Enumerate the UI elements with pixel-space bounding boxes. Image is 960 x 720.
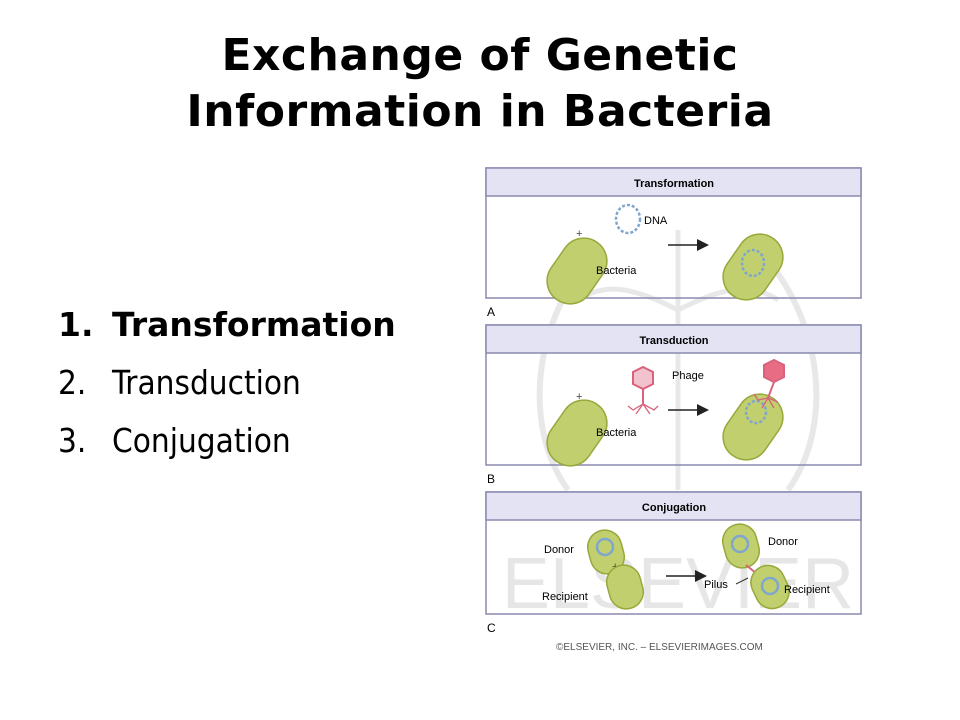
copyright-text: ©ELSEVIER, INC. – ELSEVIERIMAGES.COM bbox=[556, 642, 763, 653]
panel-transformation: Transformation + DNA Bacteria A bbox=[485, 167, 862, 319]
panel-conjugation: Conjugation Donor + Recipient Donor Pilu… bbox=[485, 491, 862, 635]
dna-plasmid-icon bbox=[595, 537, 615, 557]
list-item-conjugation: 3. Conjugation bbox=[58, 412, 396, 470]
label-donor-right: Donor bbox=[768, 536, 798, 548]
phage-icon bbox=[627, 365, 659, 415]
list-item-label: Transduction bbox=[112, 363, 301, 402]
panel-a-title: Transformation bbox=[634, 178, 714, 190]
label-bacteria: Bacteria bbox=[596, 427, 637, 439]
bacterium-icon bbox=[722, 393, 784, 461]
phage-icon bbox=[753, 358, 785, 409]
panel-b-header bbox=[485, 324, 862, 354]
list-item-transformation: 1. Transformation bbox=[58, 296, 396, 354]
panel-c-letter: C bbox=[487, 621, 496, 635]
bacterium-icon bbox=[722, 233, 784, 301]
plus-sign: + bbox=[576, 391, 582, 403]
plus-sign: + bbox=[576, 228, 582, 240]
panel-c-header bbox=[485, 491, 862, 521]
bacterium-recipient-icon bbox=[605, 564, 645, 610]
list-item-number: 2. bbox=[58, 363, 87, 402]
panel-c-title: Conjugation bbox=[642, 502, 706, 514]
genetic-exchange-figure: ELSEVIER Transformation + DNA Bacteria A… bbox=[478, 160, 878, 660]
label-recipient-right: Recipient bbox=[784, 584, 830, 596]
panel-transduction: Transduction + Phage Bacteria B bbox=[485, 324, 862, 486]
bacterium-icon bbox=[546, 237, 608, 305]
bacterium-icon bbox=[546, 399, 608, 467]
label-bacteria: Bacteria bbox=[596, 265, 637, 277]
panel-a-header bbox=[485, 167, 862, 197]
title-line-2: Information in Bacteria bbox=[186, 86, 774, 137]
list-item-number: 3. bbox=[58, 421, 87, 460]
panel-a-letter: A bbox=[487, 305, 495, 319]
bacterium-recipient-icon bbox=[750, 564, 790, 610]
dna-plasmid-icon bbox=[744, 399, 768, 425]
dna-plasmid-icon bbox=[730, 534, 750, 554]
pilus-leader-line bbox=[735, 577, 749, 585]
label-recipient-left: Recipient bbox=[542, 591, 588, 603]
label-phage: Phage bbox=[672, 370, 704, 382]
list-item-label: Transformation bbox=[112, 305, 396, 344]
label-donor-left: Donor bbox=[544, 544, 574, 556]
dna-plasmid-icon bbox=[740, 248, 766, 278]
list-item-transduction: 2. Transduction bbox=[58, 354, 396, 412]
mechanism-list: 1. Transformation 2. Transduction 3. Con… bbox=[58, 296, 396, 470]
list-item-number: 1. bbox=[58, 305, 94, 344]
label-pilus: Pilus bbox=[704, 579, 728, 591]
dna-plasmid-icon bbox=[614, 203, 642, 235]
panel-b-letter: B bbox=[487, 472, 495, 486]
figure-svg: ELSEVIER Transformation + DNA Bacteria A… bbox=[485, 167, 862, 653]
bacterium-donor-icon bbox=[721, 523, 761, 569]
slide-title: Exchange of Genetic Information in Bacte… bbox=[0, 28, 960, 140]
title-line-1: Exchange of Genetic bbox=[221, 30, 739, 81]
watermark-text: ELSEVIER bbox=[502, 544, 854, 624]
panel-b-title: Transduction bbox=[639, 335, 708, 347]
list-item-label: Conjugation bbox=[112, 421, 291, 460]
dna-plasmid-icon bbox=[760, 576, 780, 596]
label-dna: DNA bbox=[644, 215, 668, 227]
